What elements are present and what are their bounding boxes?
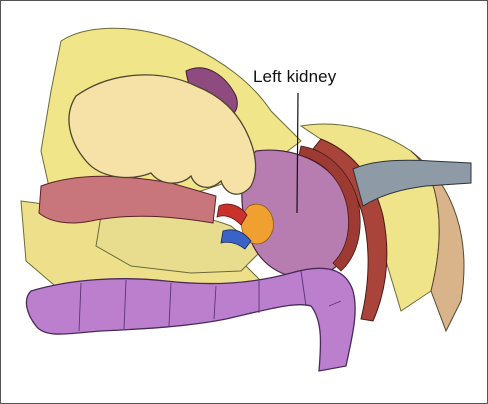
outer-body-wall <box>410 150 465 333</box>
renal-artery <box>216 203 248 226</box>
renal-vein <box>220 229 252 250</box>
kidney-capsule-muscle <box>298 145 361 272</box>
colon-haustra-lines <box>78 270 342 332</box>
gloved-hand <box>68 74 257 195</box>
descending-colon-band <box>38 175 217 224</box>
retractor-blade <box>352 159 472 207</box>
left-kidney-label: Left kidney <box>253 67 337 86</box>
colon-loop <box>25 267 356 372</box>
label-leader-line <box>296 92 299 214</box>
